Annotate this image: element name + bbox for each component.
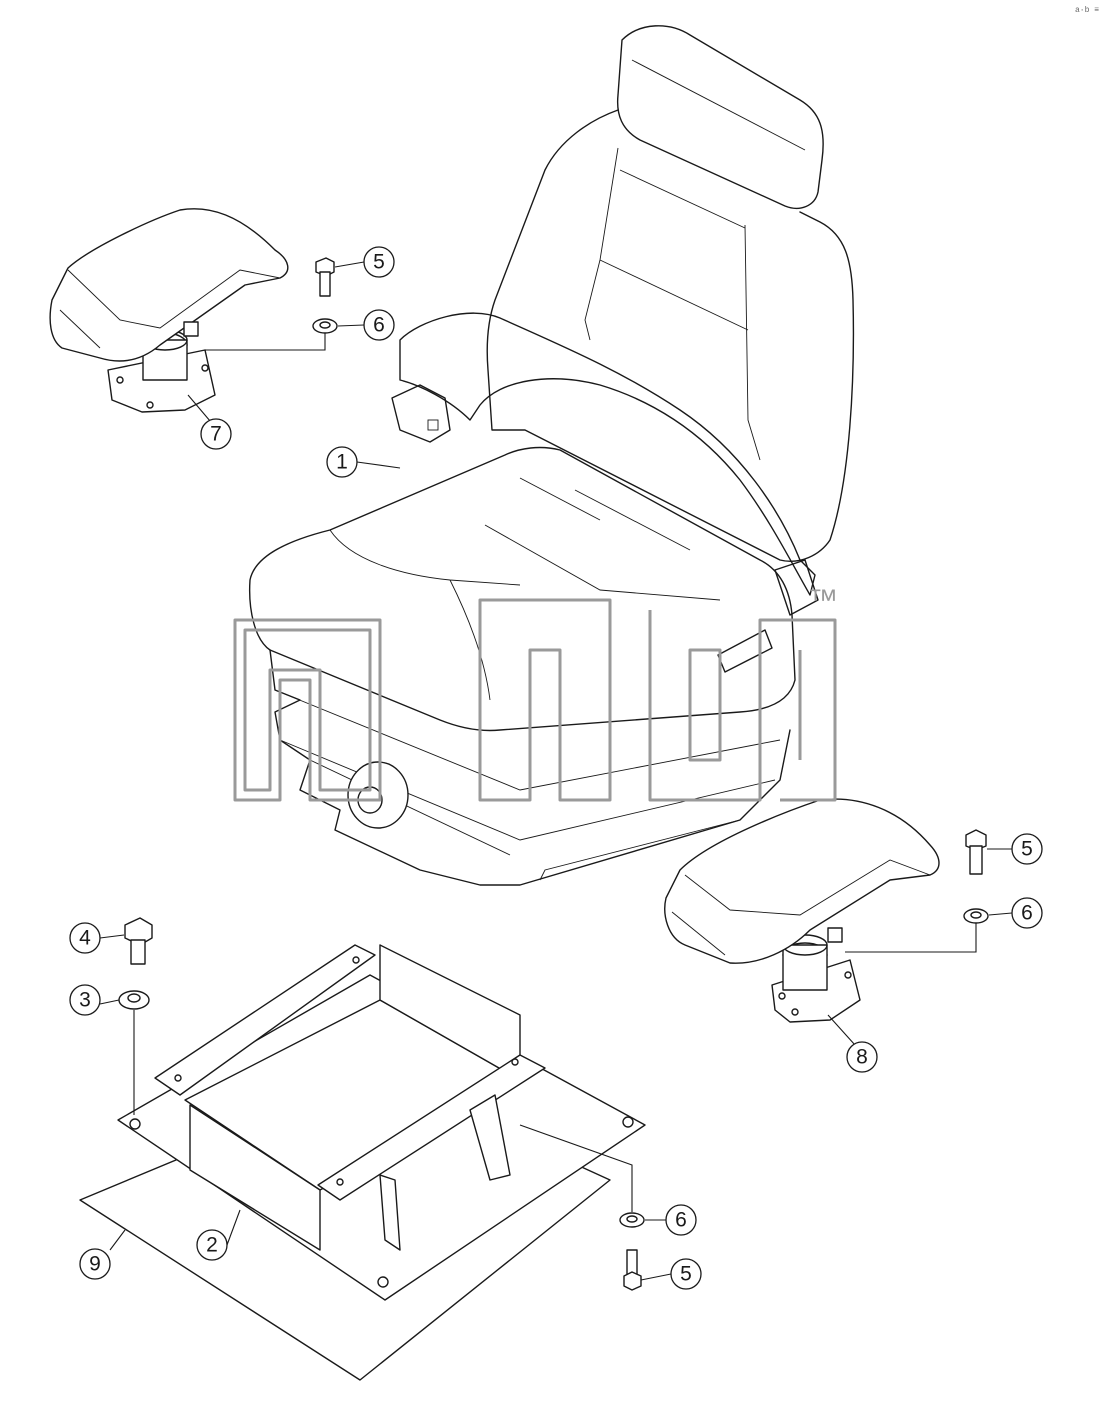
callout-label: 5 (680, 1263, 692, 1286)
seatbelt-strap (399, 312, 816, 596)
callout-2: 2 (196, 1229, 228, 1261)
callout-label: 6 (373, 314, 385, 337)
callout-label: 4 (79, 927, 91, 950)
washer-6-right (963, 908, 989, 924)
leader-lines (99, 261, 1013, 1281)
callout-label: 5 (1021, 838, 1033, 861)
callout-label: 6 (1021, 902, 1033, 925)
callout-3: 3 (69, 984, 101, 1016)
callout-label: 5 (373, 251, 385, 274)
callout-label: 8 (856, 1046, 868, 1069)
callout-label: 9 (89, 1253, 101, 1276)
bolt-5-bottom (623, 1249, 642, 1291)
callout-1: 1 (326, 446, 358, 478)
seat-headrest (616, 25, 824, 210)
callout-4: 4 (69, 922, 101, 954)
watermark-logo: ™ (233, 584, 838, 802)
armrest-left (49, 208, 289, 413)
callout-5-bottom: 5 (670, 1258, 702, 1290)
seat-assembly (248, 25, 855, 886)
callout-6-top: 6 (363, 309, 395, 341)
seat-backrest (486, 109, 855, 562)
callout-label: 1 (336, 451, 348, 474)
bolt-5-right (965, 829, 987, 875)
seat-suspension (269, 649, 791, 886)
callout-7: 7 (200, 418, 232, 450)
callout-6-right: 6 (1011, 897, 1043, 929)
callout-5-top: 5 (363, 246, 395, 278)
seatbelt-buckle (391, 384, 451, 443)
callout-9: 9 (79, 1248, 111, 1280)
callout-5-right: 5 (1011, 833, 1043, 865)
armrest-right (664, 798, 940, 1023)
seat-base-frame (79, 944, 646, 1381)
bolt-4 (124, 917, 153, 965)
washer-3 (118, 990, 150, 1010)
callout-label: 3 (79, 989, 91, 1012)
nut-6-bottom (619, 1212, 645, 1228)
callout-label: 7 (210, 423, 222, 446)
washer-6-top (312, 318, 338, 334)
callout-8: 8 (846, 1041, 878, 1073)
watermark-trademark: ™ (808, 584, 838, 617)
callout-6-bottom: 6 (665, 1204, 697, 1236)
seat-cushion (248, 446, 796, 732)
callout-label: 6 (675, 1209, 687, 1232)
corner-mark: a·b ≡ (1075, 6, 1099, 15)
height-adjust-knob (347, 761, 409, 829)
callout-label: 2 (206, 1234, 218, 1257)
bolt-5-top (315, 257, 335, 297)
